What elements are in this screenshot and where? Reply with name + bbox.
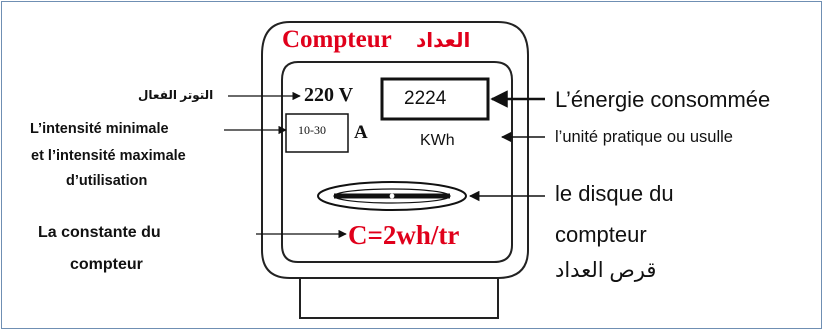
label-energy: L’énergie consommée	[555, 87, 771, 112]
voltage-value: 220 V	[304, 84, 354, 106]
meter-disk	[317, 181, 467, 211]
label-intensity-3: d’utilisation	[66, 173, 148, 189]
current-range: 10-30	[298, 123, 326, 137]
energy-reading: 2224	[404, 88, 447, 109]
meter-base	[299, 272, 499, 319]
current-range-box	[285, 113, 349, 153]
label-disk-ar: قرص العداد	[555, 259, 657, 282]
label-intensity-1: L’intensité minimale	[30, 121, 169, 137]
meter-title-fr: Compteur	[282, 26, 392, 53]
label-voltage-ar: التوتر الفعال	[138, 88, 214, 102]
meter-constant: C=2wh/tr	[348, 220, 460, 250]
label-intensity-2: et l’intensité maximale	[31, 148, 186, 164]
label-constant-1: La constante du	[38, 224, 161, 241]
energy-unit: KWh	[420, 132, 455, 149]
meter-title-ar: العداد	[416, 30, 471, 52]
current-unit: A	[354, 122, 368, 143]
energy-display-box	[380, 77, 490, 121]
label-disk-1: le disque du	[555, 181, 674, 206]
label-unit: l’unité pratique ou usulle	[555, 128, 733, 146]
label-disk-2: compteur	[555, 222, 647, 247]
label-constant-2: compteur	[70, 256, 143, 273]
